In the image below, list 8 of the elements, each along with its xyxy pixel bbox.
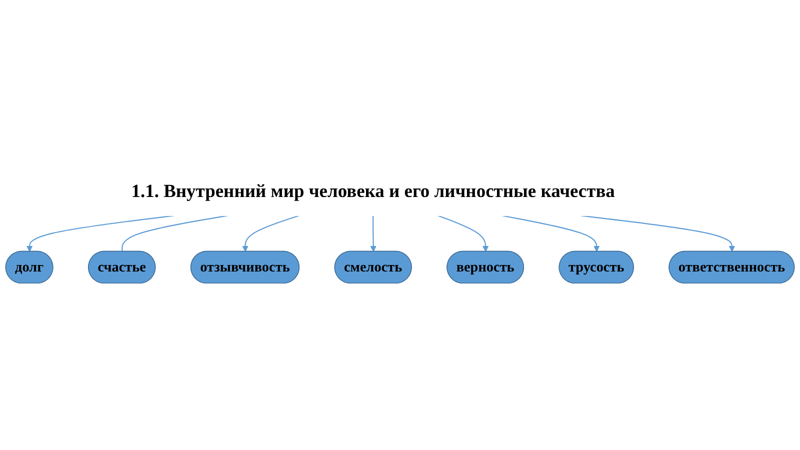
arrow [370, 216, 376, 252]
node-text: 1.1. Внутренний мир человека и его личностные качества [131, 180, 615, 202]
arrow [580, 215, 736, 252]
arrow [26, 215, 174, 252]
connector [122, 215, 228, 252]
arrow [502, 215, 600, 252]
arrow [438, 215, 489, 252]
arrow [242, 215, 299, 252]
